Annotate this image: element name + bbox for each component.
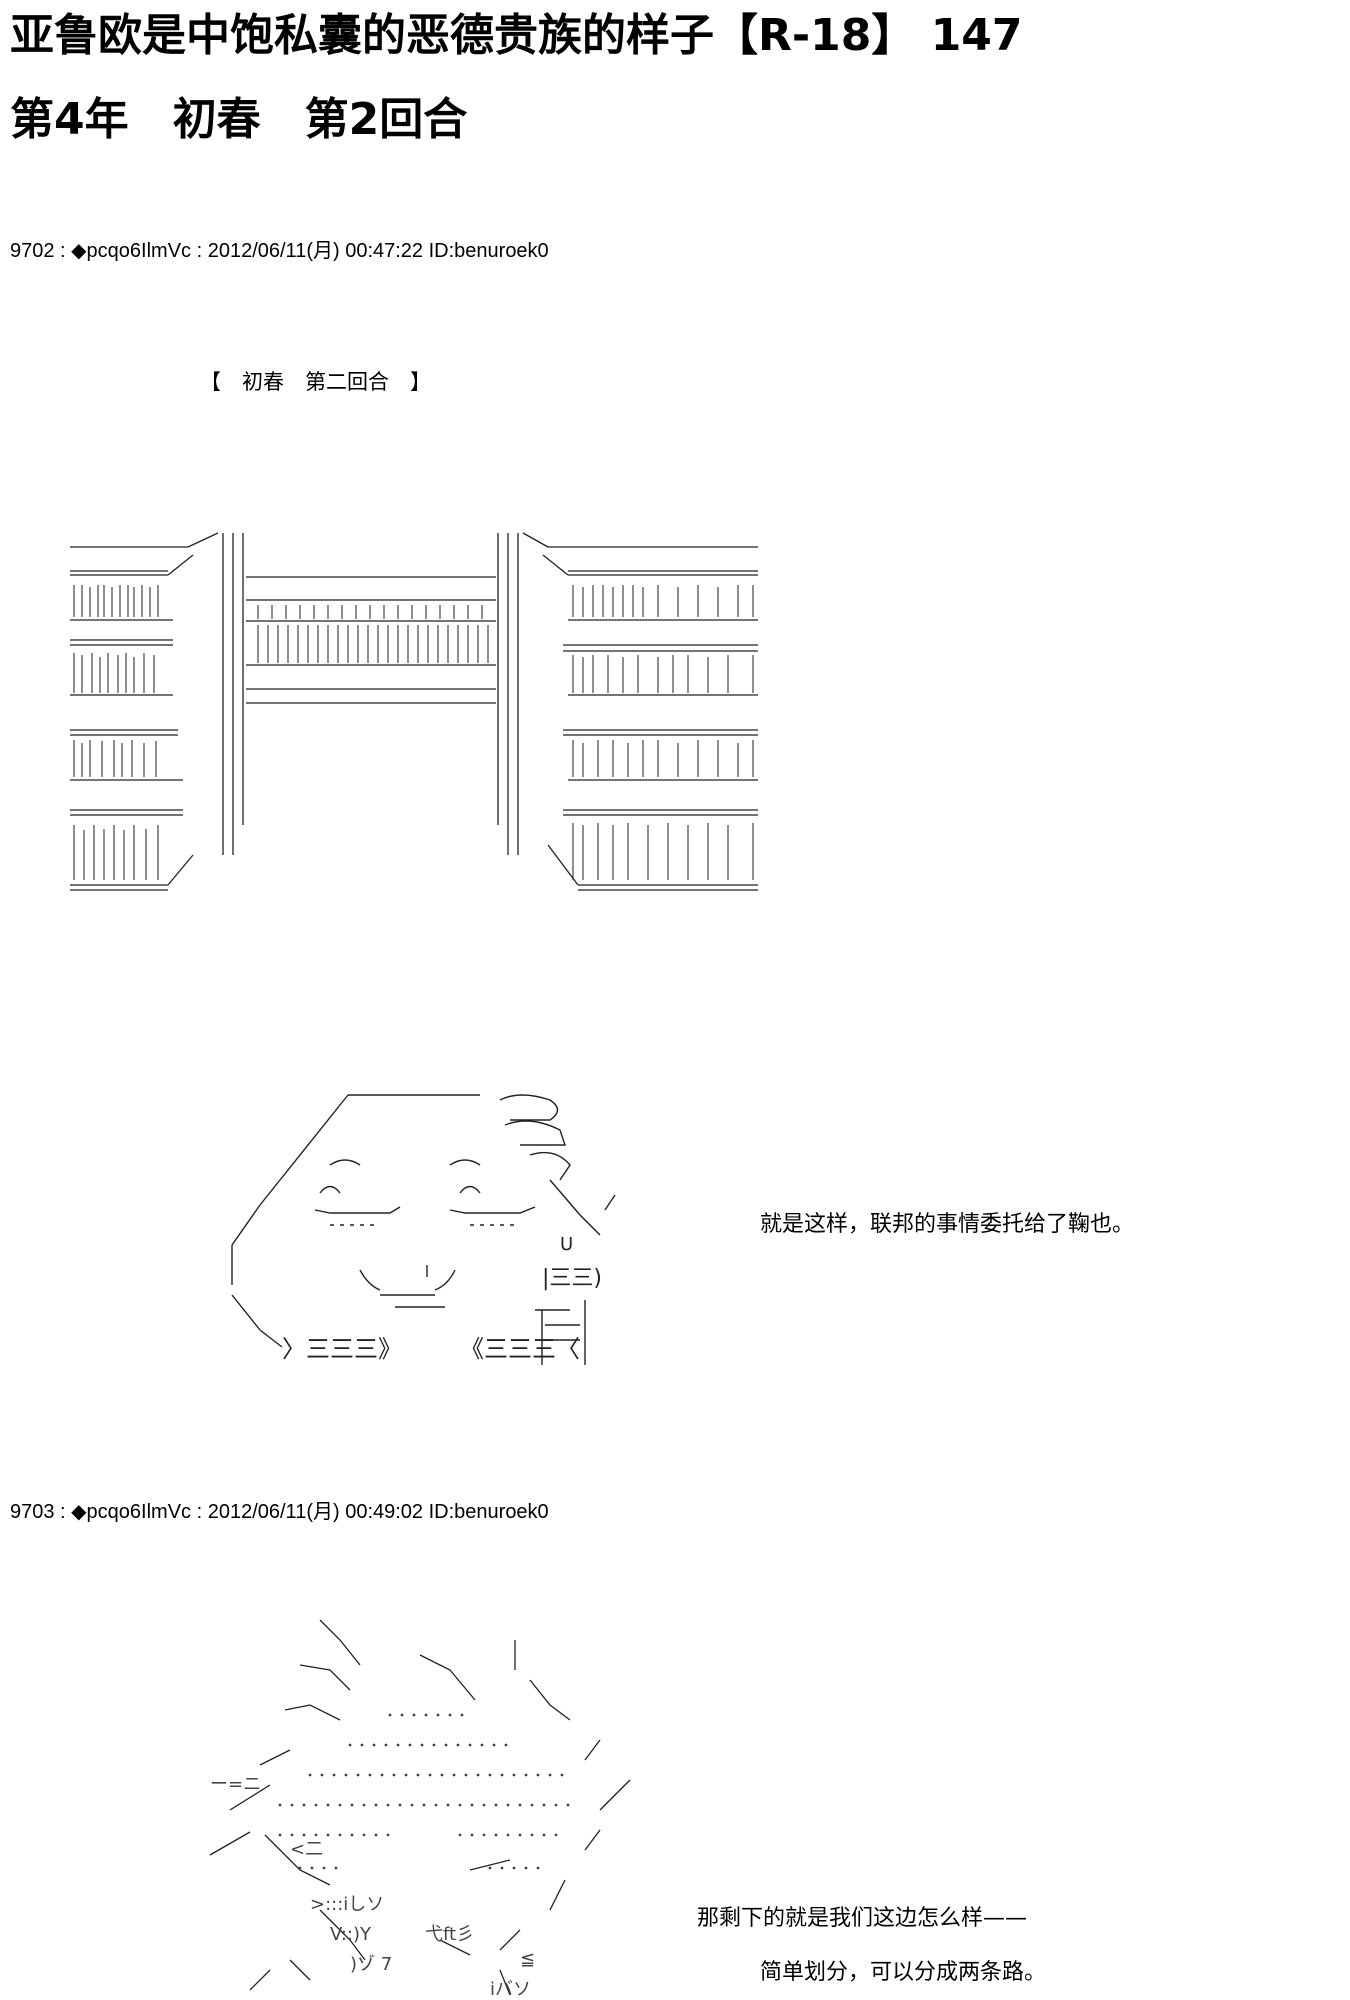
svg-text:V::)Y: V::)Y xyxy=(330,1924,372,1945)
post-header: 9703 : ◆pcqo6IlmVc : 2012/06/11(月) 00:49… xyxy=(10,1501,549,1523)
ascii-art-building xyxy=(70,532,758,891)
post-header: 9702 : ◆pcqo6IlmVc : 2012/06/11(月) 00:47… xyxy=(10,240,549,262)
svg-text:〉三三三》: 〉三三三》 xyxy=(282,1335,402,1363)
thread-title: 亚鲁欧是中饱私囊的恶德贵族的样子【R-18】 147 xyxy=(10,10,1023,61)
dialog-line: 那剩下的就是我们这边怎么样—— xyxy=(697,1906,1028,1931)
dialog-line: 简单划分，可以分成两条路。 xyxy=(760,1960,1047,1985)
dialog-line: 就是这样，联邦的事情委托给了鞠也。 xyxy=(760,1212,1135,1237)
svg-text:《三三三〈: 《三三三〈 xyxy=(460,1335,580,1363)
ascii-art-spiky-hair-character: <二 ー=ニ >:::iしソ V::)Y 弋ft彡 )ゾ 7 ≦ iバソ xyxy=(209,1619,631,2000)
svg-text:≦: ≦ xyxy=(520,1949,535,1970)
svg-text:弋ft彡: 弋ft彡 xyxy=(425,1924,474,1945)
svg-text:U: U xyxy=(560,1234,573,1255)
svg-text:)ゾ 7: )ゾ 7 xyxy=(350,1954,392,1975)
svg-text:>:::iしソ: >:::iしソ xyxy=(310,1894,384,1915)
ascii-art-sleepy-character: 〉三三三》 《三三三〈 |三三) U xyxy=(231,1094,616,1365)
season-label: 【 初春 第二回合 】 xyxy=(200,370,431,394)
svg-text:ー=ニ: ー=ニ xyxy=(210,1774,261,1795)
svg-text:|三三): |三三) xyxy=(542,1266,602,1291)
svg-text:iバソ: iバソ xyxy=(490,1979,531,2000)
svg-text:<二: <二 xyxy=(290,1839,323,1860)
chapter-subtitle: 第4年 初春 第2回合 xyxy=(10,94,468,145)
